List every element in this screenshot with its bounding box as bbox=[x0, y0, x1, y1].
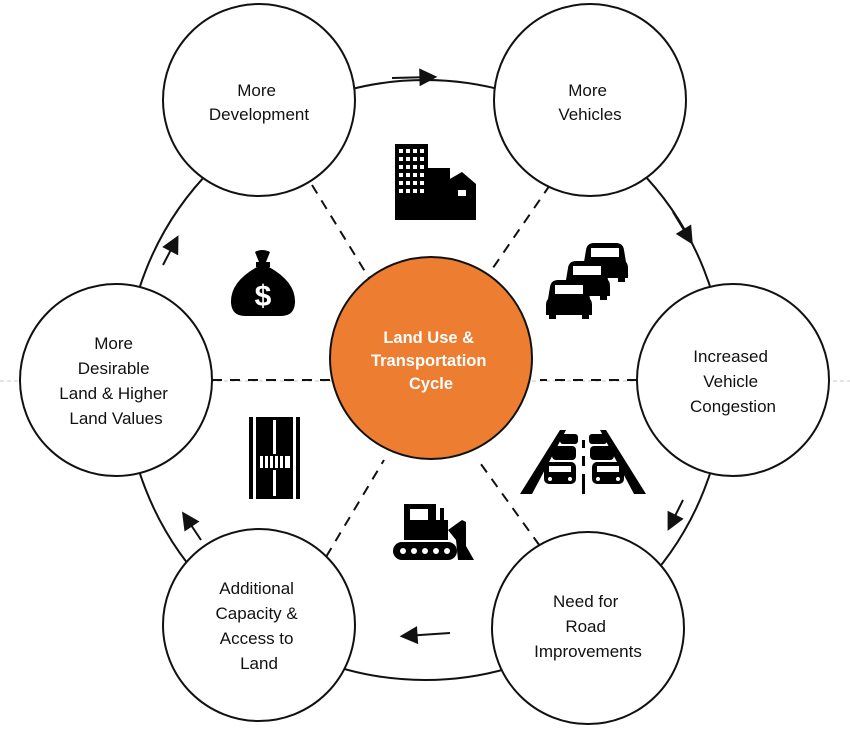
node-road-improvements: Need for Road Improvements bbox=[491, 531, 685, 725]
node-additional-capacity-line-1: Additional bbox=[219, 579, 294, 598]
highway-traffic-icon bbox=[520, 430, 646, 494]
node-increased-congestion: Increased Vehicle Congestion bbox=[636, 283, 830, 477]
center-line-1: Land Use & bbox=[383, 329, 474, 347]
node-desirable-land-line-4: Land Values bbox=[69, 409, 162, 428]
svg-text:Land Use & Transportatio: Land Use & Transportation Cycle bbox=[371, 329, 491, 393]
node-desirable-land: More Desirable Land & Higher Land Values bbox=[19, 283, 213, 477]
cycle-arrows bbox=[162, 68, 693, 645]
center-node: Land Use & Transportation Cycle bbox=[329, 256, 533, 460]
spoke-vehicles bbox=[485, 184, 551, 279]
bulldozer-icon bbox=[393, 504, 474, 560]
node-desirable-land-line-2: Desirable bbox=[78, 359, 150, 378]
node-additional-capacity-line-3: Access to bbox=[220, 629, 294, 648]
node-more-vehicles: More Vehicles bbox=[493, 3, 687, 197]
cycle-arrow-5 bbox=[182, 511, 202, 541]
spoke-development bbox=[311, 184, 370, 279]
node-more-development: More Development bbox=[162, 3, 356, 197]
svg-text:Additional Capacity &: Additional Capacity & Access to Land bbox=[216, 579, 303, 673]
node-more-development-line-2: Development bbox=[209, 105, 309, 124]
node-road-improvements-line-1: Need for bbox=[553, 592, 619, 611]
svg-text:More Development: More Development bbox=[209, 81, 309, 124]
buildings-icon bbox=[395, 144, 476, 220]
dashed-spokes bbox=[212, 184, 637, 573]
node-road-improvements-line-2: Road bbox=[565, 617, 606, 636]
highway-cars bbox=[544, 434, 624, 484]
node-increased-congestion-line-1: Increased bbox=[693, 347, 768, 366]
node-increased-congestion-line-3: Congestion bbox=[690, 397, 776, 416]
traffic-cars-icon bbox=[546, 243, 628, 319]
node-more-vehicles-line-2: Vehicles bbox=[558, 105, 621, 124]
center-line-2: Transportation bbox=[371, 352, 487, 370]
cycle-arrow-2 bbox=[672, 211, 693, 245]
svg-text:Need for Road Impr: Need for Road Improvements bbox=[534, 592, 642, 661]
node-more-vehicles-line-1: More bbox=[568, 81, 607, 100]
cycle-arrow-6 bbox=[162, 235, 179, 266]
cycle-arrow-4 bbox=[399, 626, 451, 645]
node-desirable-land-line-3: Land & Higher bbox=[59, 384, 168, 403]
road-crosswalk-icon bbox=[249, 417, 300, 499]
node-desirable-land-line-1: More bbox=[94, 334, 133, 353]
cycle-arrow-1 bbox=[391, 68, 438, 87]
center-line-3: Cycle bbox=[409, 375, 453, 393]
money-bag-icon: $ bbox=[230, 250, 296, 316]
money-symbol: $ bbox=[255, 280, 272, 313]
node-road-improvements-line-3: Improvements bbox=[534, 642, 642, 661]
node-additional-capacity: Additional Capacity & Access to Land bbox=[162, 528, 356, 722]
node-additional-capacity-line-2: Capacity & bbox=[216, 604, 299, 623]
cycle-arrow-3 bbox=[667, 499, 684, 531]
spoke-road bbox=[477, 459, 551, 561]
spoke-capacity bbox=[316, 459, 385, 573]
svg-text:Increased Vehicle: Increased Vehicle Congestion bbox=[690, 347, 776, 416]
node-additional-capacity-line-4: Land bbox=[240, 654, 278, 673]
svg-text:More Desirable Lan: More Desirable Land & Higher Land Values bbox=[59, 334, 172, 428]
car-front bbox=[546, 280, 592, 319]
svg-text:More Vehicles: More Vehicles bbox=[558, 81, 621, 124]
node-more-development-line-1: More bbox=[237, 81, 276, 100]
node-increased-congestion-line-2: Vehicle bbox=[703, 372, 758, 391]
